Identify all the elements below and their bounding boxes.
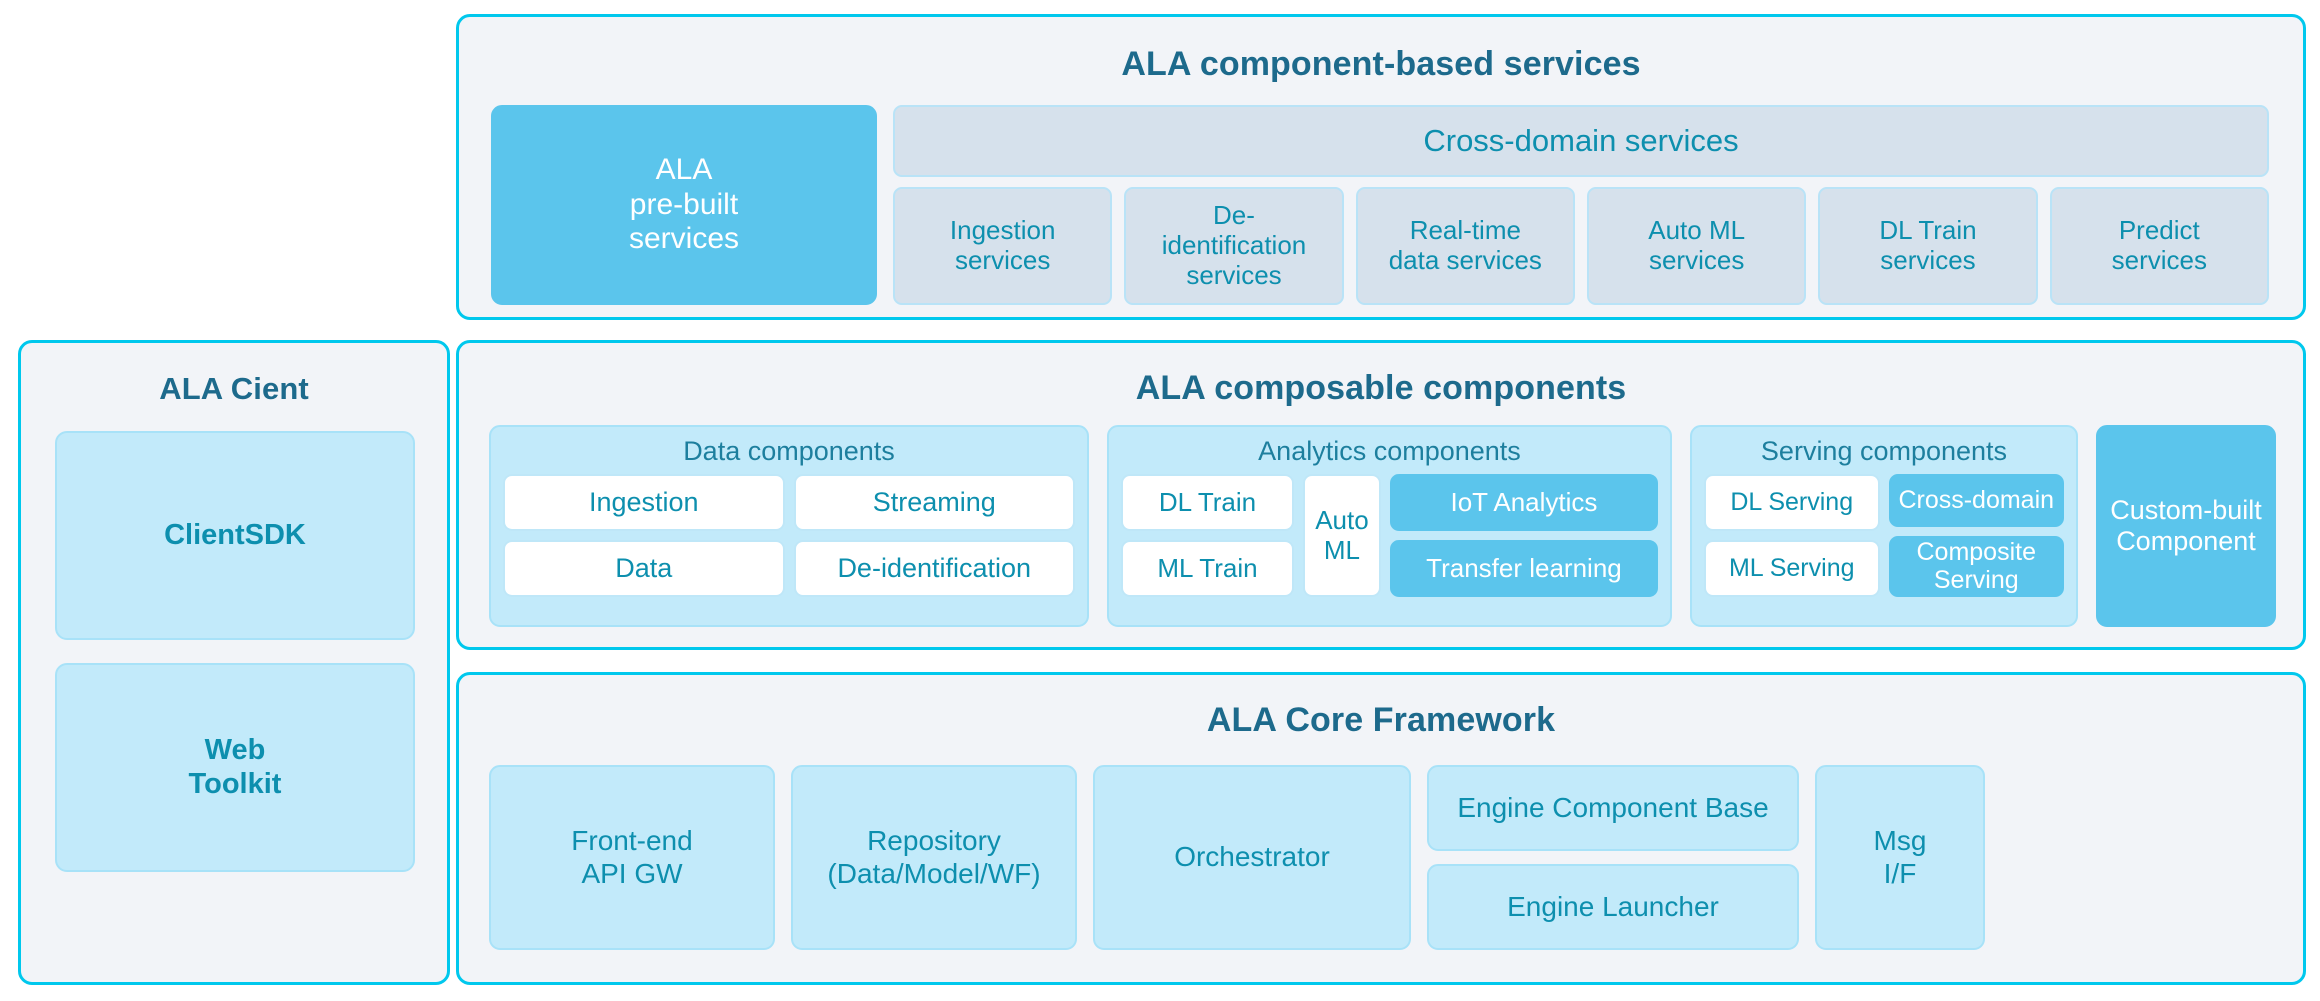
components-panel-title: ALA composable components: [1135, 369, 1627, 407]
component-tile[interactable]: Composite Serving: [1888, 535, 2064, 597]
component-tile[interactable]: De-identification: [793, 540, 1075, 597]
core-front-end-api-gw[interactable]: Front-end API GW: [489, 765, 775, 950]
component-tile[interactable]: DL Serving: [1704, 474, 1880, 531]
component-tile[interactable]: ML Train: [1121, 540, 1294, 597]
cross-domain-services-bar[interactable]: Cross-domain services: [893, 105, 2269, 177]
component-tile[interactable]: Streaming: [793, 474, 1075, 531]
component-tile[interactable]: Data: [503, 540, 785, 597]
service-chip[interactable]: DL Train services: [1818, 187, 2038, 305]
service-chip[interactable]: De- identification services: [1124, 187, 1344, 305]
service-chip[interactable]: Real-time data services: [1355, 187, 1575, 305]
group-title-serving-components: Serving components: [1760, 436, 2008, 466]
component-tile[interactable]: Cross-domain: [1888, 474, 2064, 527]
component-column: Auto ML: [1302, 474, 1381, 597]
component-tile[interactable]: DL Train: [1121, 474, 1294, 531]
ala-pre-built-services-box[interactable]: ALA pre-built services: [491, 105, 877, 305]
client-item-clientsdk[interactable]: ClientSDK: [55, 431, 415, 640]
panel-ala-client: ALA Cient ClientSDK Web Toolkit: [18, 340, 450, 985]
group-title-data-components: Data components: [683, 436, 895, 466]
component-tile[interactable]: Auto ML: [1302, 474, 1381, 597]
component-tile[interactable]: IoT Analytics: [1389, 474, 1658, 531]
core-engine-stack: Engine Component Base Engine Launcher: [1427, 765, 1799, 950]
client-item-web-toolkit[interactable]: Web Toolkit: [55, 663, 415, 872]
custom-built-component-box[interactable]: Custom-built Component: [2096, 425, 2276, 627]
panel-ala-composable-components: ALA composable components Data component…: [456, 340, 2306, 650]
component-column: DL Serving ML Serving: [1704, 474, 1880, 597]
client-panel-title: ALA Cient: [159, 371, 309, 406]
component-tile[interactable]: ML Serving: [1704, 540, 1880, 597]
core-panel-title: ALA Core Framework: [1206, 701, 1556, 739]
service-chip[interactable]: Auto ML services: [1586, 187, 1807, 305]
core-framework-row: Front-end API GW Repository (Data/Model/…: [489, 765, 2273, 950]
core-repository[interactable]: Repository (Data/Model/WF): [791, 765, 1077, 950]
services-panel-title: ALA component-based services: [1121, 45, 1641, 83]
component-tile[interactable]: Ingestion: [503, 474, 785, 531]
component-tile[interactable]: Transfer learning: [1389, 540, 1658, 597]
core-msg-interface[interactable]: Msg I/F: [1815, 765, 1985, 950]
core-orchestrator[interactable]: Orchestrator: [1093, 765, 1411, 950]
service-chip[interactable]: Ingestion services: [893, 187, 1113, 305]
core-engine-launcher[interactable]: Engine Launcher: [1427, 864, 1799, 950]
group-title-analytics-components: Analytics components: [1258, 436, 1521, 466]
core-engine-component-base[interactable]: Engine Component Base: [1427, 765, 1799, 851]
component-column: DL Train ML Train: [1121, 474, 1294, 597]
panel-ala-component-based-services: ALA component-based services ALA pre-bui…: [456, 14, 2306, 320]
panel-ala-core-framework: ALA Core Framework Front-end API GW Repo…: [456, 672, 2306, 985]
service-chip[interactable]: Predict services: [2049, 187, 2269, 305]
